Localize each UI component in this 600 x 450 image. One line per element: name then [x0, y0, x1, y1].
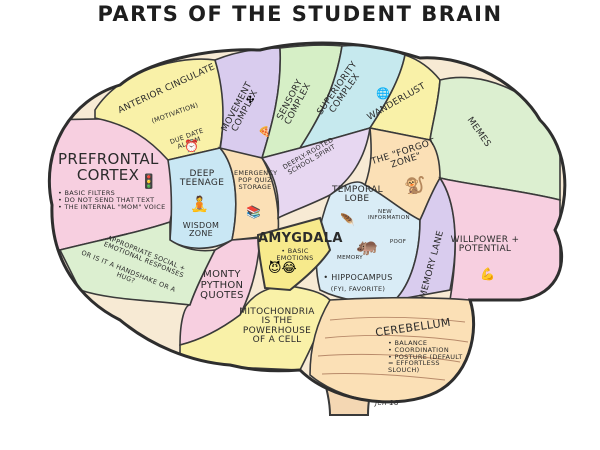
- globe-icon: 🌐: [376, 87, 390, 100]
- poof-label: POOF: [389, 239, 407, 245]
- emoji-faces-icon: 😈😂: [268, 261, 297, 276]
- deep-teenage-title: DEEP TEENAGE: [179, 169, 225, 189]
- temporal-title: TEMPORAL LOBE: [332, 185, 383, 205]
- brain-outline: [47, 41, 567, 404]
- meditating-person-icon: 🧘: [190, 195, 209, 213]
- flexed-arm-icon: 💪: [480, 267, 495, 281]
- hippo-icon: 🦛: [356, 236, 379, 257]
- traffic-light-icon: 🚦: [140, 174, 158, 190]
- emergency-storage-title: EMERGENCY POP QUIZ STORAGE: [234, 169, 278, 191]
- cerebellum-bullets: • BALANCE • COORDINATION • POSTURE (DEFA…: [388, 340, 468, 374]
- feather-icon: 🪶: [340, 213, 355, 227]
- memory-label: MEMORY: [337, 255, 363, 261]
- school-spirit-region: [260, 126, 371, 220]
- cerebellum-folds: [317, 316, 469, 381]
- hippocampus-title: • HIPPOCAMPUS: [323, 273, 393, 282]
- prefrontal-bullet: • BASIC FILTERS: [58, 189, 116, 197]
- hippocampus-sub: (FYI, FAVORITE): [330, 285, 386, 293]
- amygdala-title: AMYGDALA: [258, 231, 343, 246]
- amygdala-region: [256, 216, 332, 292]
- cerebellum-bullet: • BALANCE: [388, 339, 428, 347]
- prefrontal-title: PREFRONTAL CORTEX: [58, 150, 159, 184]
- prefrontal-bullets: • BASIC FILTERS • DO NOT SEND THAT TEXT …: [58, 190, 168, 210]
- signature: Jen 18: [375, 399, 399, 407]
- mitochondria-title: MITOCHONDRIA IS THE POWERHOUSE OF A CELL: [239, 307, 315, 346]
- book-stack-icon: 📚: [246, 205, 261, 219]
- willpower-title: WILLPOWER + POTENTIAL: [450, 235, 520, 255]
- cerebellum-bullet: • COORDINATION: [388, 345, 449, 354]
- cerebellum-bullet: • POSTURE (DEFAULT = EFFORTLESS SLOUCH): [388, 352, 463, 375]
- monkey-with-phone-icon: 🐒: [404, 176, 426, 196]
- new-information-label: NEW INFORMATION: [368, 209, 410, 221]
- page-title: PARTS OF THE STUDENT BRAIN: [97, 2, 503, 26]
- pizza-icon: 🍕: [258, 127, 271, 138]
- amygdala-sub: • BASIC EMOTIONS: [276, 247, 314, 262]
- prefrontal-bullet: • DO NOT SEND THAT TEXT: [58, 195, 155, 204]
- prefrontal-bullet: • THE INTERNAL "MOM" VOICE: [58, 202, 166, 211]
- alarm-clock-icon: ⏰: [184, 139, 199, 153]
- monty-title: MONTY PYTHON QUOTES: [200, 269, 244, 301]
- fidget-spinner-icon: ✣: [246, 95, 255, 106]
- wisdom-zone-label: WISDOM ZONE: [182, 221, 220, 239]
